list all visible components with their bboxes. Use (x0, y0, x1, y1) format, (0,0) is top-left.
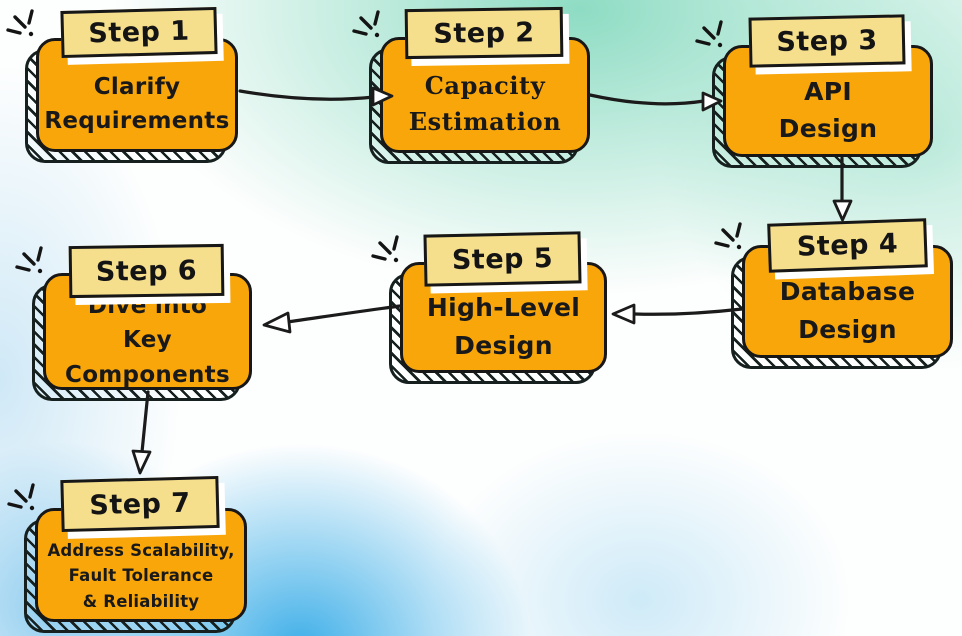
step-label-6: Step 6 (68, 243, 225, 299)
step-card-5: High-Level Design Step 5 (371, 231, 607, 384)
step-card-6: Dive into Key Components Step 6 (15, 243, 252, 401)
arrowhead-left-icon (262, 311, 292, 334)
step-title-line: Design (778, 114, 878, 143)
step-card-4: Database Design Step 4 (714, 218, 953, 369)
connector-step4-step5 (632, 307, 744, 316)
step-label-4: Step 4 (767, 218, 928, 273)
connector-step5-step6 (285, 304, 402, 324)
step-title-line: Fault Tolerance (68, 566, 214, 586)
sparkle-icon (15, 246, 43, 274)
step-title-line: Design (798, 314, 897, 344)
step-title-line: Estimation (408, 107, 562, 136)
sparkle-icon (6, 9, 34, 37)
step-card-3: API Design Step 3 (695, 14, 933, 168)
connector-step6-step7 (140, 390, 150, 454)
step-label-3: Step 3 (748, 14, 906, 68)
connector-step2-step3 (588, 93, 706, 106)
connector-step1-step2 (238, 89, 376, 101)
step-card-7: Address Scalability, Fault Tolerance & R… (7, 475, 247, 633)
step-title-line: Capacity (424, 71, 546, 100)
step-title-line: High-Level (426, 293, 581, 322)
step-title-line: Requirements (44, 108, 230, 134)
step-title-line: Database (779, 277, 916, 306)
step-card-2: Capacity Estimation Step 2 (352, 6, 590, 164)
step-title-line: API (804, 76, 852, 106)
arrowhead-down-icon (131, 449, 152, 475)
step-label-7: Step 7 (60, 475, 220, 533)
step-card-1: Clarify Requirements Step 1 (6, 6, 238, 163)
step-title-line: Key Components (65, 327, 230, 388)
step-label-5: Step 5 (423, 231, 582, 287)
step-title-line: & Reliability (82, 591, 200, 611)
sparkle-icon (695, 20, 723, 48)
step-title-line: Design (454, 330, 553, 360)
step-label-2: Step 2 (404, 6, 564, 60)
sparkle-icon (352, 10, 380, 38)
step-title-line: Clarify (93, 73, 181, 100)
step-label-1: Step 1 (60, 6, 218, 59)
sparkle-icon (714, 222, 742, 250)
arrowhead-left-icon (611, 303, 636, 325)
sparkle-icon (371, 235, 399, 263)
sparkle-icon (7, 483, 35, 511)
step-title-line: Address Scalability, (47, 540, 235, 560)
arrowhead-down-icon (832, 199, 853, 222)
